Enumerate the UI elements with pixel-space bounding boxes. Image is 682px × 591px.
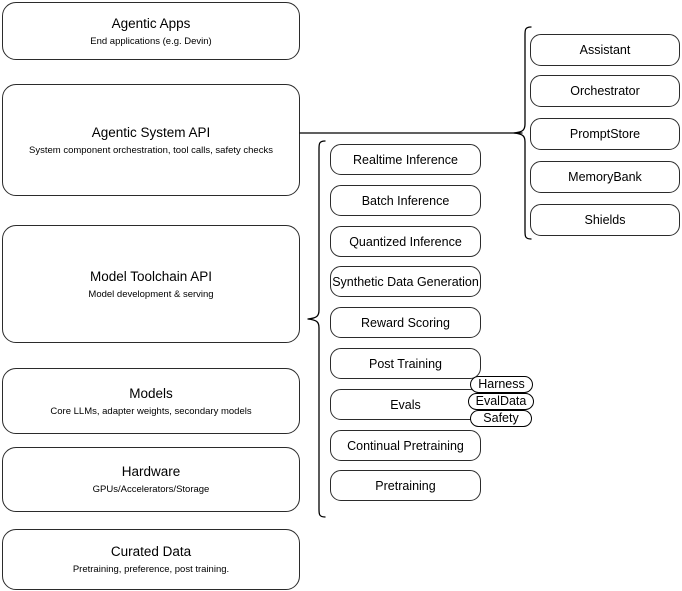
capability-label: Post Training	[369, 356, 442, 371]
capability-continual-pretraining[interactable]: Continual Pretraining	[330, 430, 481, 461]
evals-subcomponent-safety[interactable]: Safety	[470, 410, 532, 427]
system-api-connector-line	[299, 126, 526, 140]
layer-subtitle: End applications (e.g. Devin)	[90, 35, 212, 47]
layer-title: Models	[129, 385, 173, 401]
capability-label: Reward Scoring	[361, 315, 450, 330]
system-component-assistant[interactable]: Assistant	[530, 34, 680, 66]
capability-synthetic-data-generation[interactable]: Synthetic Data Generation	[330, 266, 481, 297]
capability-label: Pretraining	[375, 478, 436, 493]
system-component-label: PromptStore	[569, 127, 641, 141]
layer-title: Hardware	[121, 464, 181, 479]
system-component-promptstore[interactable]: PromptStore	[530, 118, 680, 150]
system-component-shields[interactable]: Shields	[530, 204, 680, 236]
system-components-brace	[512, 26, 534, 240]
layer-models[interactable]: Models Core LLMs, adapter weights, secon…	[2, 368, 300, 434]
capability-label: Continual Pretraining	[347, 438, 464, 453]
system-component-label: Assistant	[579, 43, 631, 57]
layer-title: Model Toolchain API	[89, 268, 213, 284]
evals-subcomponent-label: EvalData	[475, 394, 527, 408]
layer-subtitle: GPUs/Accelerators/Storage	[92, 484, 210, 495]
system-component-orchestrator[interactable]: Orchestrator	[530, 75, 680, 107]
layer-title: Agentic Apps	[111, 15, 191, 31]
capability-evals[interactable]: Evals	[330, 389, 481, 420]
layer-title: Curated Data	[110, 544, 192, 559]
capability-post-training[interactable]: Post Training	[330, 348, 481, 379]
layer-agentic-system-api[interactable]: Agentic System API System component orch…	[2, 84, 300, 196]
capability-label: Synthetic Data Generation	[332, 274, 479, 289]
capability-batch-inference[interactable]: Batch Inference	[330, 185, 481, 216]
toolchain-capabilities-brace	[300, 140, 326, 518]
evals-subcomponent-label: Harness	[478, 377, 525, 391]
capability-label: Batch Inference	[361, 193, 450, 208]
capability-reward-scoring[interactable]: Reward Scoring	[330, 307, 481, 338]
system-component-label: Shields	[584, 213, 626, 227]
capability-quantized-inference[interactable]: Quantized Inference	[330, 226, 481, 257]
layer-subtitle: Pretraining, preference, post training.	[72, 564, 230, 575]
capability-pretraining[interactable]: Pretraining	[330, 470, 481, 501]
evals-subcomponent-evaldata[interactable]: EvalData	[468, 393, 534, 410]
capability-realtime-inference[interactable]: Realtime Inference	[330, 144, 481, 175]
evals-subcomponent-label: Safety	[483, 411, 519, 425]
layer-curated-data[interactable]: Curated Data Pretraining, preference, po…	[2, 529, 300, 590]
capability-label: Evals	[390, 397, 421, 412]
layer-model-toolchain-api[interactable]: Model Toolchain API Model development & …	[2, 225, 300, 343]
layer-title: Agentic System API	[91, 124, 211, 140]
layer-subtitle: System component orchestration, tool cal…	[29, 144, 273, 156]
capability-label: Quantized Inference	[349, 234, 462, 249]
system-component-label: MemoryBank	[568, 170, 642, 184]
system-component-memorybank[interactable]: MemoryBank	[530, 161, 680, 193]
layer-subtitle: Core LLMs, adapter weights, secondary mo…	[50, 405, 252, 417]
evals-subcomponent-harness[interactable]: Harness	[470, 376, 533, 393]
capability-label: Realtime Inference	[353, 152, 458, 167]
layer-hardware[interactable]: Hardware GPUs/Accelerators/Storage	[2, 447, 300, 512]
system-component-label: Orchestrator	[570, 84, 640, 98]
layer-agentic-apps[interactable]: Agentic Apps End applications (e.g. Devi…	[2, 2, 300, 60]
layer-subtitle: Model development & serving	[88, 288, 214, 300]
